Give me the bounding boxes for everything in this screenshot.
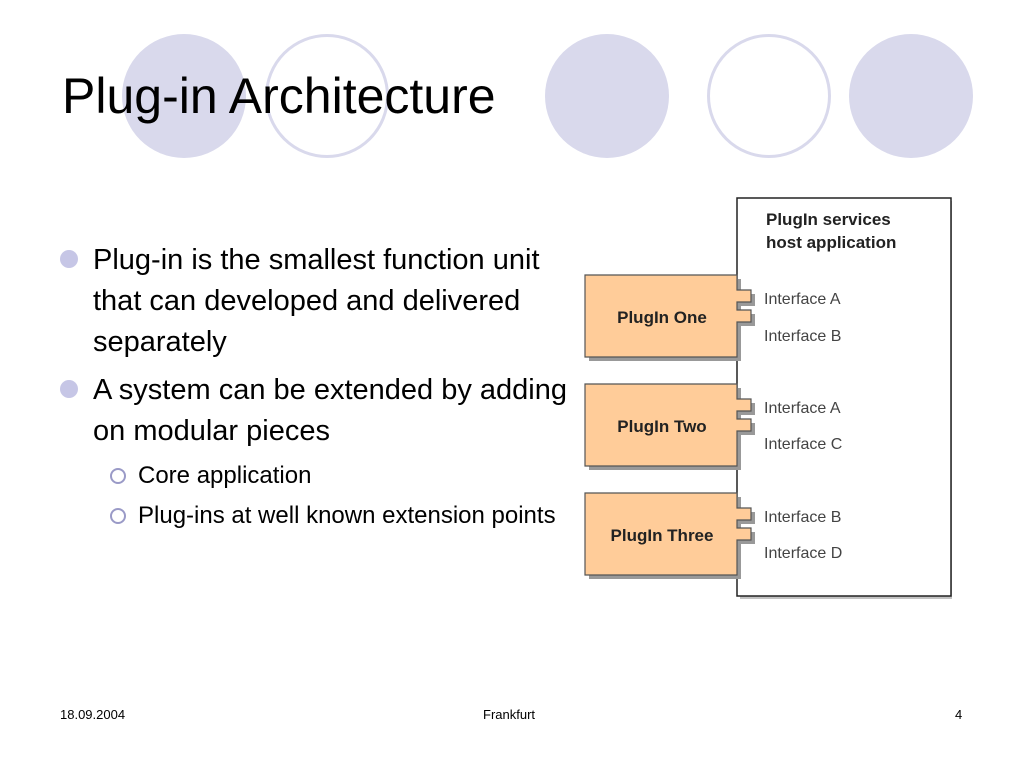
footer-date: 18.09.2004: [60, 707, 126, 722]
plugin-box-one: [584, 274, 752, 358]
host-label-line1: PlugIn services: [766, 210, 891, 229]
decor-ring-1: [265, 34, 389, 158]
sub-bullet-item: Core application: [104, 459, 568, 493]
bullet-item: Plug-in is the smallest function unit th…: [58, 240, 568, 363]
sub-bullet-ring-icon: [110, 508, 126, 524]
decor-ring-2: [707, 34, 831, 158]
interface-label: Interface D: [764, 545, 842, 562]
bullet-dot-icon: [60, 250, 78, 268]
plugin-group-two: PlugIn Two Interface A Interface C: [584, 383, 842, 470]
plugin-name-one: PlugIn One: [617, 308, 707, 327]
interface-label: Interface A: [764, 291, 841, 308]
bullet-list: Plug-in is the smallest function unit th…: [58, 240, 568, 539]
slide-title: Plug-in Architecture: [62, 68, 496, 124]
sub-bullet-ring-icon: [110, 468, 126, 484]
decor-circle-1: [122, 34, 246, 158]
footer-page-number: 4: [955, 707, 963, 722]
plugin-box-three: [584, 492, 752, 576]
plugin-box-two: [584, 383, 752, 467]
diagram-svg: PlugIn services host application PlugIn …: [584, 195, 960, 605]
host-box: [736, 197, 952, 597]
bullet-dot-icon: [60, 380, 78, 398]
decor-circle-3: [849, 34, 973, 158]
host-label-line2: host application: [766, 233, 896, 252]
interface-label: Interface B: [764, 509, 841, 526]
sub-bullet-item: Plug-ins at well known extension points: [104, 499, 568, 533]
sub-bullet-text: Plug-ins at well known extension points: [138, 502, 556, 529]
host-box-clip: [952, 195, 960, 605]
interface-label: Interface A: [764, 400, 841, 417]
plugin-group-three: PlugIn Three Interface B Interface D: [584, 492, 842, 579]
interface-label: Interface B: [764, 328, 841, 345]
decor-circle-2: [545, 34, 669, 158]
plugin-name-two: PlugIn Two: [617, 417, 706, 436]
bullet-text: Plug-in is the smallest function unit th…: [93, 244, 540, 358]
plugin-name-three: PlugIn Three: [611, 526, 714, 545]
footer-location: Frankfurt: [483, 707, 536, 722]
bullet-item: A system can be extended by adding on mo…: [58, 370, 568, 452]
plugin-group-one: PlugIn One Interface A Interface B: [584, 274, 841, 361]
plugin-architecture-diagram: PlugIn services host application PlugIn …: [580, 195, 960, 605]
bullet-text: A system can be extended by adding on mo…: [93, 374, 567, 447]
sub-bullet-text: Core application: [138, 462, 312, 489]
interface-label: Interface C: [764, 436, 842, 453]
